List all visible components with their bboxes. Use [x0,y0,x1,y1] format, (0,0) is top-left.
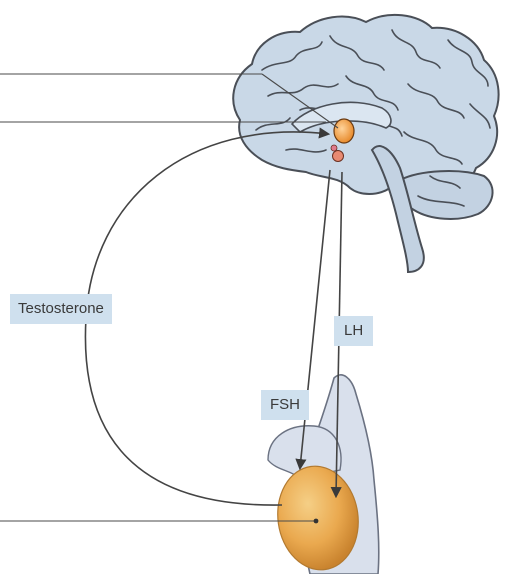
pituitary-gland [333,151,344,162]
fsh-label: FSH [261,390,309,420]
brain [233,15,498,272]
testosterone-label: Testosterone [10,294,112,324]
pituitary-stalk [331,145,337,151]
lh-label: LH [334,316,373,346]
hypothalamus [334,119,354,143]
testis-pointer-dot [314,519,319,524]
